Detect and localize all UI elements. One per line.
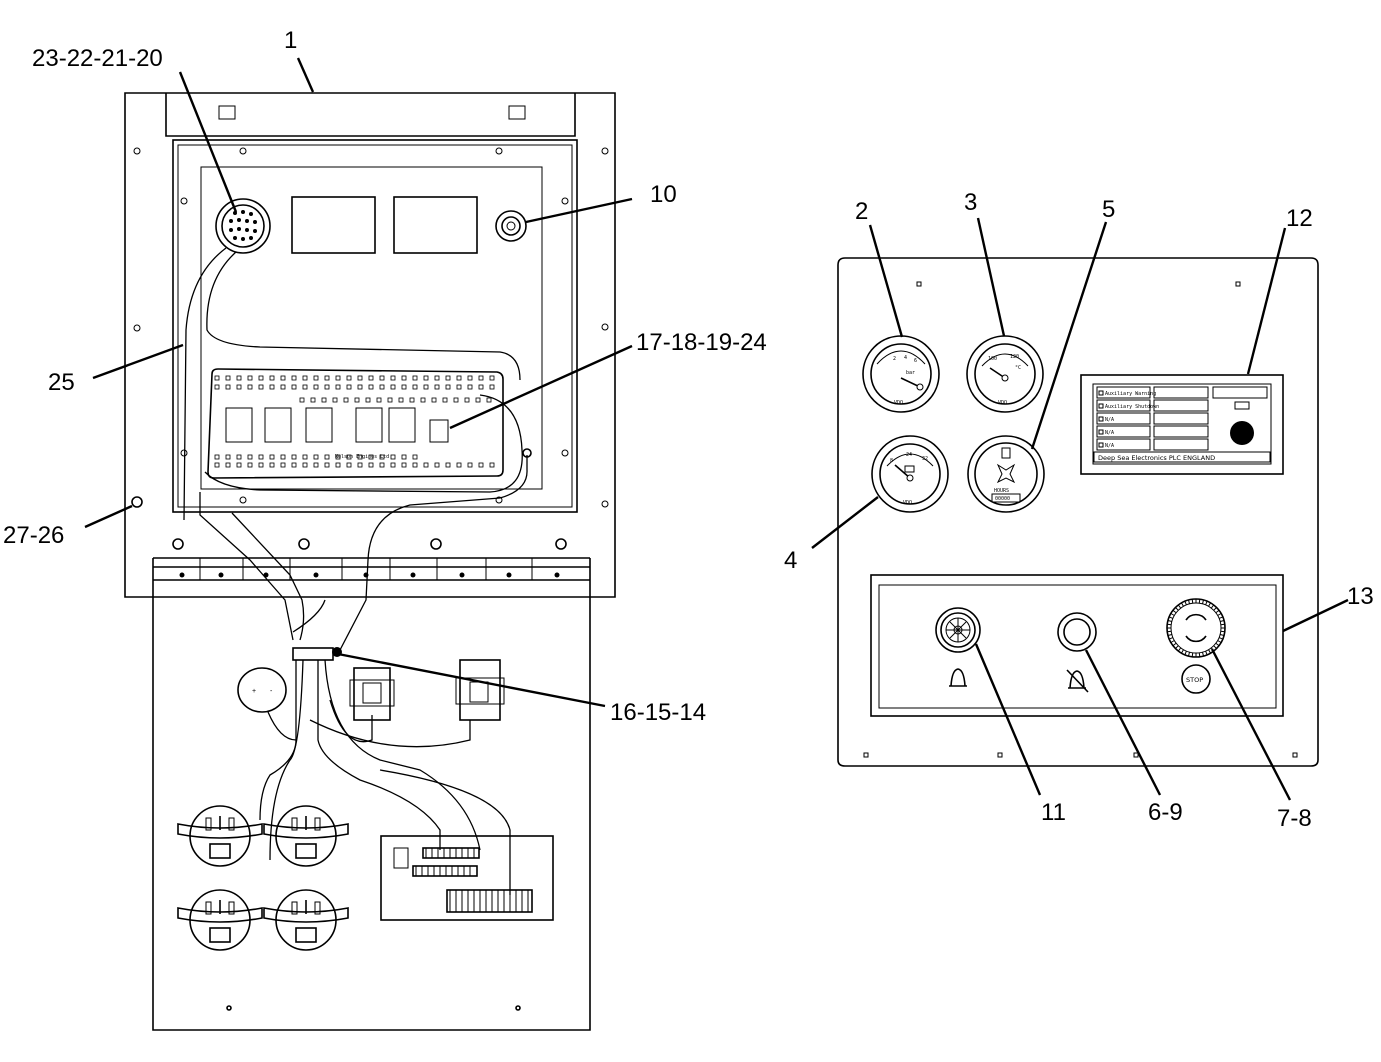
temp-tick-120: 120: [1010, 354, 1019, 360]
callout-12: 12: [1286, 205, 1313, 232]
module-input-label: Auxiliary Warning: [1105, 391, 1156, 397]
callout-17-18-19-24: 17-18-19-24: [636, 329, 767, 356]
module-push-button[interactable]: [1230, 421, 1254, 445]
callout-7-8: 7-8: [1277, 805, 1312, 832]
module-input-label: N/A: [1105, 430, 1114, 436]
mounting-hole: [131, 496, 143, 508]
sender-bracket: [263, 889, 349, 951]
relay: [349, 667, 395, 721]
oil-tick-2: 2: [893, 356, 896, 362]
alarm-horn: [935, 607, 981, 687]
instrument-panel: 2 4 6 bar VDO 100 120 °C VDO 8: [837, 257, 1319, 767]
oil-unit: bar: [906, 370, 915, 376]
emergency-stop-button[interactable]: STOP: [1166, 598, 1226, 694]
temp-brand: VDO: [998, 400, 1007, 406]
sender-unit: + -: [237, 667, 287, 713]
callout-13: 13: [1347, 583, 1374, 610]
sender-minus: -: [270, 688, 273, 695]
module-input-label: N/A: [1105, 417, 1114, 423]
sender-bracket: [263, 805, 349, 867]
temp-unit: °C: [1015, 365, 1021, 371]
switch-panel: STOP: [870, 574, 1284, 717]
voltmeter-gauge: 8 24 32 VDO: [871, 435, 949, 513]
display-window: [291, 196, 376, 254]
alarm-mute-button[interactable]: [1057, 612, 1097, 693]
oil-pressure-gauge: 2 4 6 bar VDO: [862, 335, 940, 413]
bell-mute-icon: [1068, 670, 1086, 689]
oil-tick-6: 6: [914, 358, 917, 364]
sender-plus: +: [252, 688, 256, 695]
sender-bracket: [177, 805, 263, 867]
module-input-row: Auxiliary Warning: [1096, 386, 1156, 399]
hour-meter: HOURS 00000: [967, 435, 1045, 513]
callout-16-15-14: 16-15-14: [610, 699, 706, 726]
callout-1: 1: [284, 27, 297, 54]
relay: [455, 659, 505, 721]
callout-5: 5: [1102, 196, 1115, 223]
sender-bracket: [177, 889, 263, 951]
module-input-label: Auxiliary Shutdown: [1105, 404, 1159, 410]
volt-tick-24: 24: [906, 452, 912, 458]
callout-2: 2: [855, 198, 868, 225]
module-footer: Deep Sea Electronics PLC ENGLAND: [1098, 454, 1215, 462]
terminal-board: [380, 835, 554, 921]
callout-25: 25: [48, 369, 75, 396]
oil-tick-4: 4: [904, 355, 907, 361]
stop-label: STOP: [1186, 676, 1203, 684]
harness-connector: [215, 198, 271, 254]
module-input-label: N/A: [1105, 443, 1114, 449]
volt-tick-8: 8: [890, 458, 893, 464]
water-temperature-gauge: 100 120 °C VDO: [966, 335, 1044, 413]
callout-27-26: 27-26: [3, 522, 64, 549]
module-input-row: N/A: [1096, 412, 1151, 425]
pcb-maker-label: Nelson Engines Ltd: [335, 454, 389, 460]
module-input-row: N/A: [1096, 425, 1151, 438]
volt-tick-32: 32: [922, 456, 928, 462]
module-input-row: Auxiliary Shutdown: [1096, 399, 1159, 412]
hours-reading: 00000: [995, 496, 1010, 502]
module-input-row: N/A: [1096, 438, 1151, 451]
fuse-holder: [495, 210, 527, 242]
hinge: [153, 538, 590, 581]
oil-brand: VDO: [894, 400, 903, 406]
display-window: [393, 196, 478, 254]
callout-6-9: 6-9: [1148, 799, 1183, 826]
pcb-board: Nelson Engines Ltd: [207, 368, 504, 479]
stop-icon: [1181, 664, 1211, 694]
cable-clamp: [292, 647, 334, 661]
callout-4: 4: [784, 547, 797, 574]
hours-label: HOURS: [994, 488, 1009, 494]
callout-labels: 1 23-22-21-20 10 17-18-19-24 25 27-26 16…: [3, 27, 1374, 832]
callout-10: 10: [650, 181, 677, 208]
enclosure-assembly: Nelson Engines Ltd: [124, 92, 616, 1031]
leader-lines: [84, 57, 1349, 801]
bell-icon: [949, 668, 967, 687]
callout-11: 11: [1041, 799, 1066, 826]
callout-23-22-21-20: 23-22-21-20: [32, 45, 163, 72]
volt-brand: VDO: [903, 500, 912, 506]
temp-tick-100: 100: [988, 356, 997, 362]
callout-3: 3: [964, 189, 977, 216]
